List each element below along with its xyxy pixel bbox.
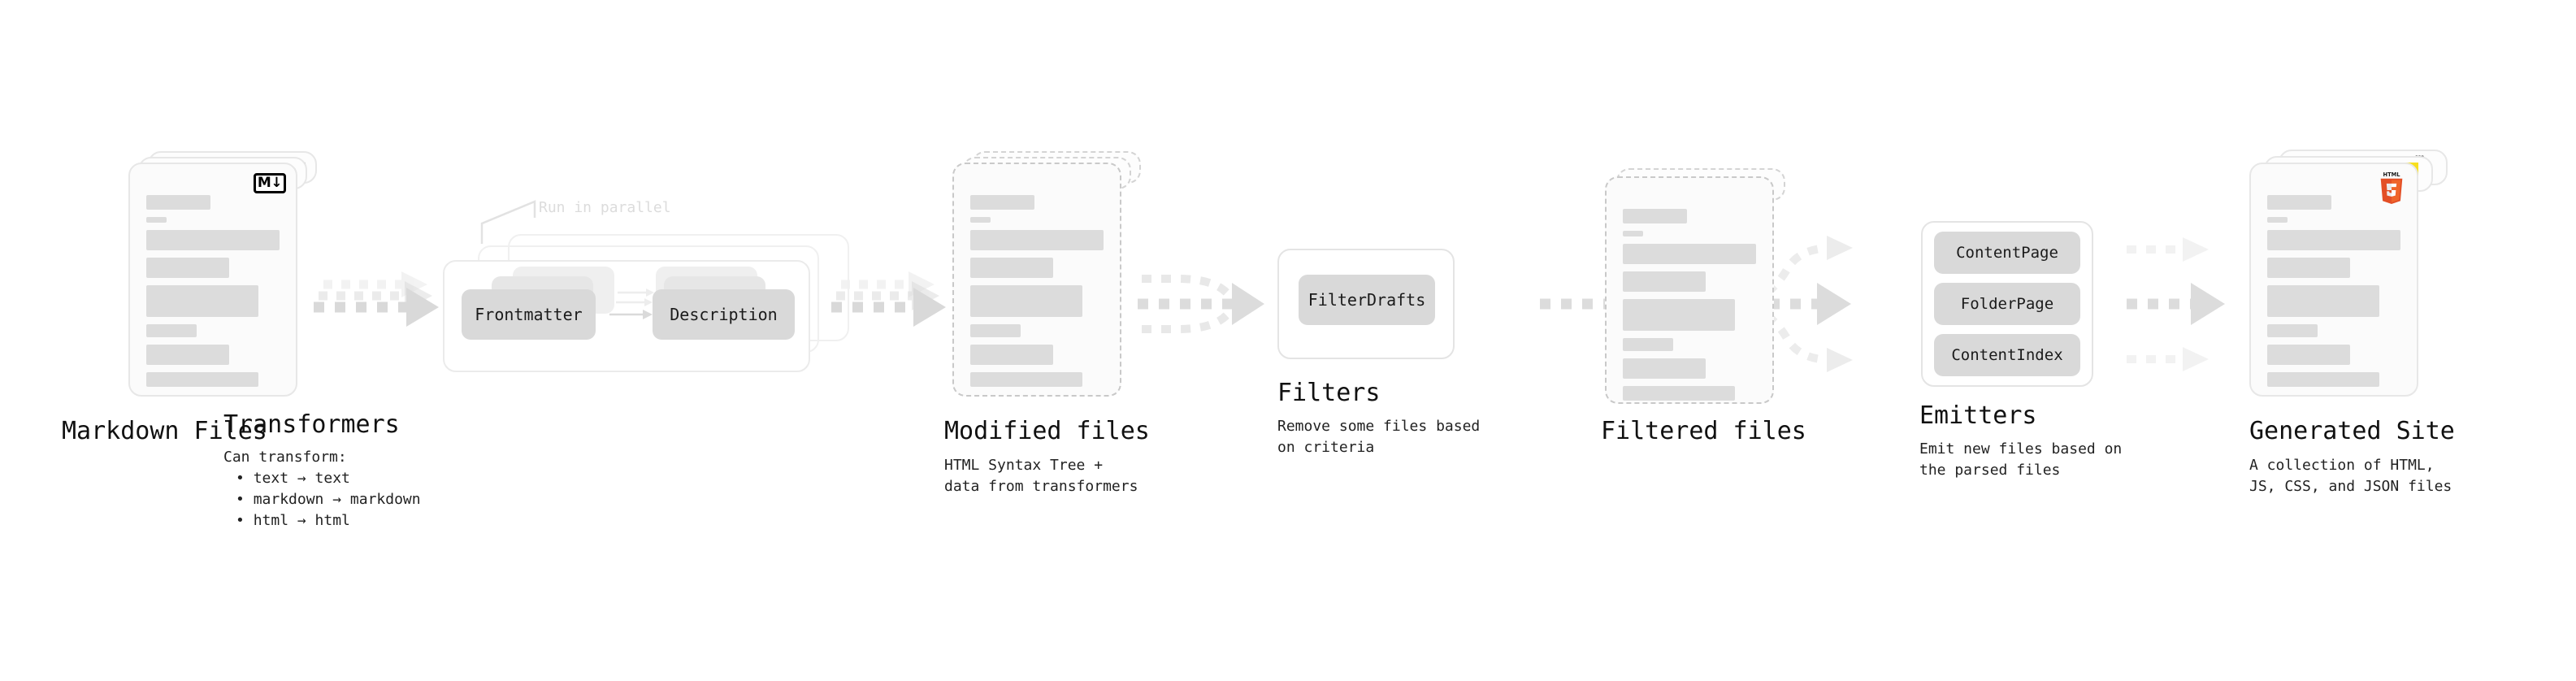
- arrow-markdown-to-transformers: [314, 271, 439, 327]
- page-title-filtered-files: Filtered files: [1601, 417, 1806, 445]
- bullet-text: text → text: [253, 470, 350, 487]
- chip-contentindex[interactable]: ContentIndex: [1934, 334, 2080, 376]
- skeleton-bars: [146, 195, 280, 394]
- chip-contentpage[interactable]: ContentPage: [1934, 232, 2080, 274]
- skeleton-bar: [2267, 372, 2379, 387]
- page-title-markdown-files: Markdown Files: [62, 417, 267, 445]
- run-in-parallel-label: Run in parallel: [539, 199, 671, 216]
- arrow-emitters-to-site: [2127, 237, 2225, 371]
- skeleton-bar: [146, 324, 197, 337]
- page-title-generated-site: Generated Site: [2249, 417, 2455, 445]
- skeleton-bars: [1623, 209, 1756, 402]
- skeleton-bar: [2267, 324, 2318, 337]
- skeleton-bar: [970, 230, 1104, 250]
- transformers-bullet-list: • text → text • markdown → markdown • ht…: [236, 468, 421, 531]
- chip-folderpage[interactable]: FolderPage: [1934, 283, 2080, 325]
- skeleton-bar: [1623, 338, 1674, 351]
- skeleton-bar: [970, 217, 991, 223]
- modified-document-card: [952, 163, 1121, 397]
- emitters-subtitle: Emit new files based on the parsed files: [1919, 440, 2123, 479]
- skeleton-bar: [146, 195, 210, 210]
- skeleton-bar: [970, 258, 1053, 278]
- skeleton-bar: [146, 217, 167, 223]
- page-title-modified-files: Modified files: [944, 417, 1150, 445]
- page-title-emitters: Emitters: [1919, 401, 2037, 430]
- skeleton-bar: [146, 372, 258, 387]
- skeleton-bar: [2267, 217, 2288, 223]
- chip-frontmatter[interactable]: Frontmatter: [462, 289, 596, 340]
- transformers-subtitle: Can transform:: [223, 449, 347, 466]
- skeleton-bar: [970, 324, 1021, 337]
- skeleton-bar: [2267, 285, 2379, 317]
- run-in-parallel-bracket: [480, 200, 536, 244]
- skeleton-bar: [970, 285, 1082, 317]
- skeleton-bar: [1623, 271, 1706, 292]
- page-title-filters: Filters: [1277, 379, 1381, 407]
- bullet-text: markdown → markdown: [253, 491, 421, 508]
- skeleton-bar: [970, 372, 1082, 387]
- skeleton-bar: [146, 345, 229, 365]
- bullet-text: html → html: [253, 512, 350, 529]
- chip-description[interactable]: Description: [653, 289, 795, 340]
- list-item: • text → text: [236, 470, 350, 487]
- arrow-modified-to-filters: [1138, 275, 1264, 333]
- skeleton-bars: [2267, 195, 2400, 394]
- svg-text:HTML: HTML: [2383, 171, 2401, 178]
- skeleton-bar: [146, 285, 258, 317]
- filters-subtitle: Remove some files based on criteria: [1277, 418, 1481, 456]
- skeleton-bar: [1623, 358, 1706, 379]
- markdown-document-card: M↓: [128, 163, 297, 397]
- skeleton-bar: [2267, 230, 2400, 250]
- page-title-transformers: Transformers: [223, 410, 400, 439]
- chip-filterdrafts[interactable]: FilterDrafts: [1299, 275, 1435, 325]
- skeleton-bar: [2267, 195, 2331, 210]
- markdown-icon: M↓: [254, 173, 286, 193]
- generated-site-card: HTML: [2249, 163, 2418, 397]
- list-item: • html → html: [236, 512, 350, 529]
- filtered-document-card: [1605, 176, 1774, 404]
- skeleton-bar: [970, 345, 1053, 365]
- arrow-transformers-to-modified: [831, 271, 946, 327]
- skeleton-bar: [1623, 386, 1735, 401]
- generated-site-subtitle: A collection of HTML, JS, CSS, and JSON …: [2249, 457, 2452, 495]
- skeleton-bar: [2267, 345, 2350, 365]
- skeleton-bar: [1623, 244, 1756, 264]
- modified-files-subtitle: HTML Syntax Tree + data from transformer…: [944, 457, 1138, 495]
- skeleton-bar: [1623, 231, 1643, 236]
- skeleton-bar: [146, 230, 280, 250]
- transformer-inner-arrows: [609, 288, 654, 319]
- skeleton-bar: [2267, 258, 2350, 278]
- list-item: • markdown → markdown: [236, 491, 421, 508]
- html5-icon: HTML: [2380, 171, 2403, 205]
- skeleton-bar: [1623, 209, 1687, 223]
- skeleton-bars: [970, 195, 1104, 394]
- skeleton-bar: [1623, 299, 1735, 331]
- skeleton-bar: [146, 258, 229, 278]
- skeleton-bar: [970, 195, 1034, 210]
